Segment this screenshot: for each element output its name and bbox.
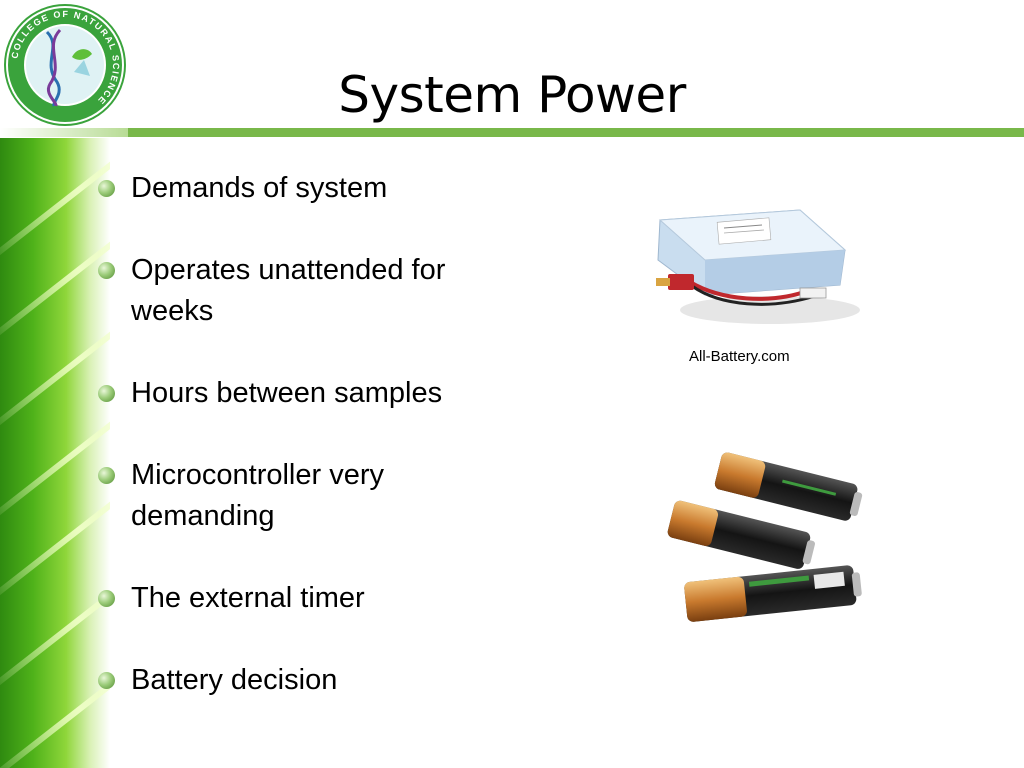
list-item: Microcontroller very demanding [96, 455, 516, 537]
bullet-icon [98, 262, 115, 279]
decorative-green-band [0, 138, 110, 768]
list-item: Battery decision [96, 660, 516, 701]
bullet-icon [98, 385, 115, 402]
list-item: The external timer [96, 578, 516, 619]
college-logo: COLLEGE OF NATURAL SCIENCE [4, 4, 126, 126]
slide-title: System Power [338, 66, 686, 124]
title-underline-fade [0, 128, 128, 137]
list-item: Hours between samples [96, 373, 516, 414]
list-item: Operates unattended for weeks [96, 250, 516, 332]
title-underline [128, 128, 1024, 137]
lipo-battery-image [656, 209, 860, 324]
image-caption: All-Battery.com [689, 348, 790, 365]
bullet-icon [98, 672, 115, 689]
list-item: Demands of system [96, 168, 516, 209]
bullet-icon [98, 590, 115, 607]
aa-batteries-image [667, 452, 863, 622]
bullet-icon [98, 180, 115, 197]
bullet-icon [98, 467, 115, 484]
bullet-list: Demands of system Operates unattended fo… [96, 168, 516, 742]
